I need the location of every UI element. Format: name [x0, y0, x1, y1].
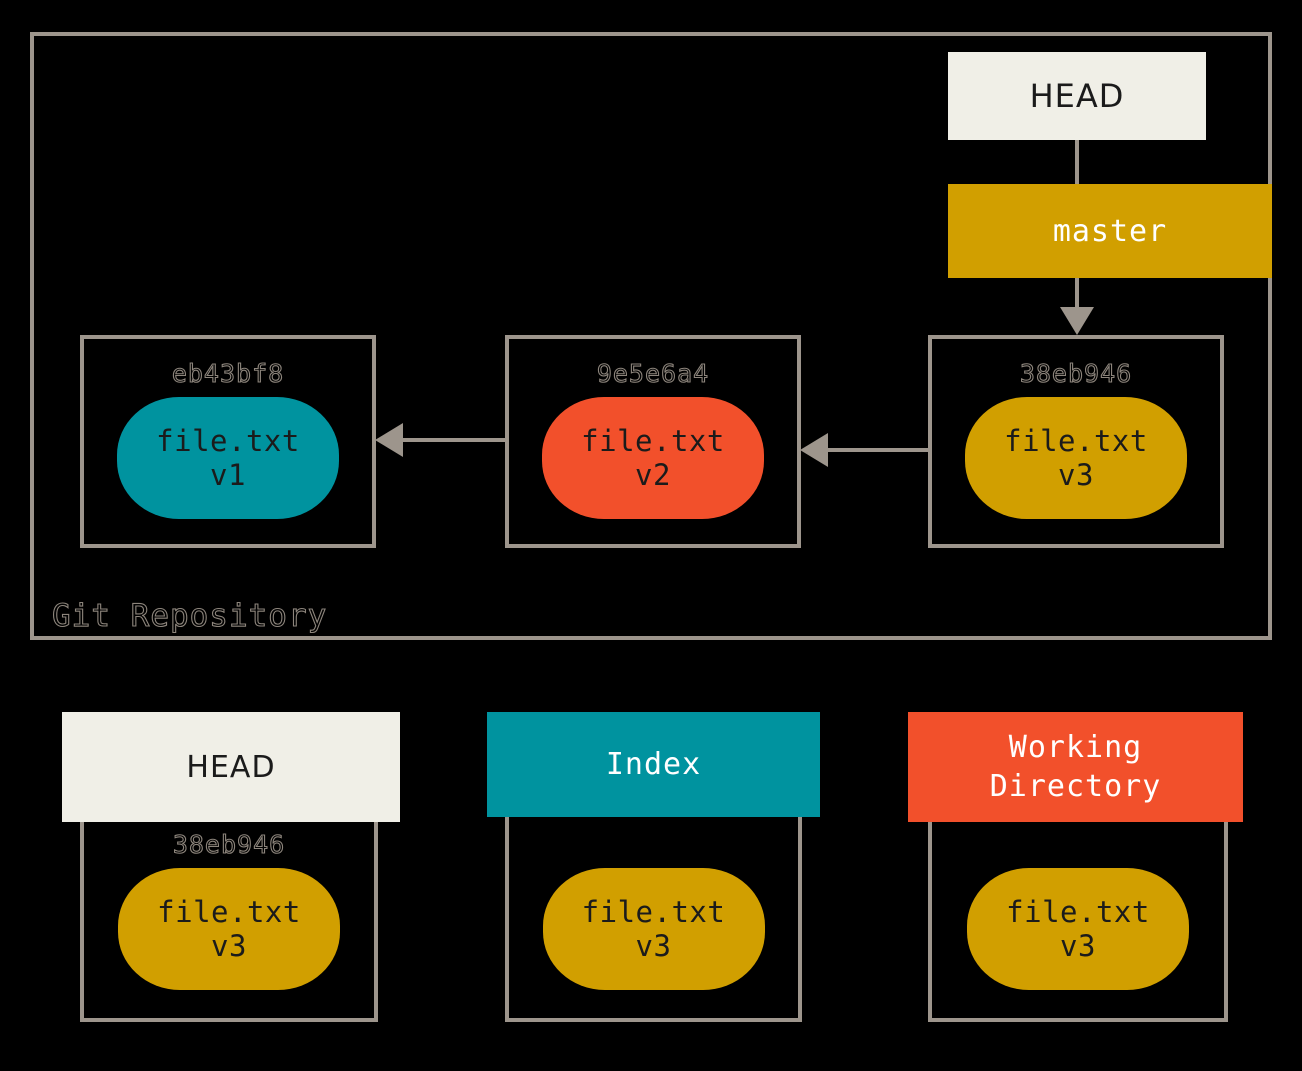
area-header-index: Index [487, 712, 820, 817]
commit-box-38eb946: 38eb946 file.txt v3 [928, 335, 1224, 548]
area-body-index: file.txt v3 [505, 712, 802, 1022]
blob-file-label: file.txt [157, 894, 301, 929]
area-blob-head: file.txt v3 [118, 868, 340, 990]
master-to-commit-line [1075, 278, 1079, 310]
git-repository-label: Git Repository [51, 597, 328, 634]
blob-version-label: v2 [635, 458, 671, 492]
area-body-working-directory: file.txt v3 [928, 712, 1228, 1022]
blob-file-label: file.txt [156, 423, 300, 458]
area-body-head: 38eb946 file.txt v3 [80, 712, 378, 1022]
area-blob-working-directory: file.txt v3 [967, 868, 1189, 990]
commit-box-9e5e6a4: 9e5e6a4 file.txt v2 [505, 335, 801, 548]
blob-file-label: file.txt [581, 423, 725, 458]
blob-version-label: v3 [635, 929, 672, 963]
blob-version-label: v3 [1058, 458, 1094, 492]
git-repository-container [30, 32, 1272, 640]
commit2-to-commit1-line [403, 438, 505, 442]
area-header-working-directory: Working Directory [908, 712, 1243, 822]
commit-blob: file.txt v1 [117, 397, 339, 519]
commit-blob: file.txt v2 [542, 397, 764, 519]
blob-version-label: v1 [210, 458, 246, 492]
area-title-line1: Working [1008, 730, 1143, 765]
area-title-label: Index [605, 747, 702, 782]
commit3-to-commit2-line [828, 448, 928, 452]
commit3-to-commit2-arrowhead [800, 433, 828, 467]
commit-hash-label: eb43bf8 [171, 358, 285, 388]
area-title-label: HEAD [186, 749, 276, 785]
commit-hash-label: 9e5e6a4 [596, 358, 710, 388]
commit2-to-commit1-arrowhead [375, 423, 403, 457]
blob-file-label: file.txt [1004, 423, 1148, 458]
master-to-commit-arrowhead [1060, 307, 1094, 335]
blob-version-label: v3 [1060, 929, 1096, 963]
head-pointer-box: HEAD [948, 52, 1206, 140]
commit-box-eb43bf8: eb43bf8 file.txt v1 [80, 335, 376, 548]
blob-version-label: v3 [211, 929, 247, 963]
head-to-master-connector [1075, 140, 1079, 184]
commit-blob: file.txt v3 [965, 397, 1187, 519]
master-branch-label: master [1052, 213, 1168, 249]
commit-hash-label: 38eb946 [1019, 358, 1133, 388]
area-title-line2: Directory [989, 769, 1162, 804]
area-hash-label: 38eb946 [172, 829, 286, 859]
master-branch-box: master [948, 184, 1272, 278]
area-blob-index: file.txt v3 [542, 868, 765, 990]
blob-file-label: file.txt [581, 894, 726, 929]
head-pointer-label: HEAD [1029, 77, 1125, 115]
blob-file-label: file.txt [1006, 894, 1150, 929]
area-header-head: HEAD [62, 712, 400, 822]
